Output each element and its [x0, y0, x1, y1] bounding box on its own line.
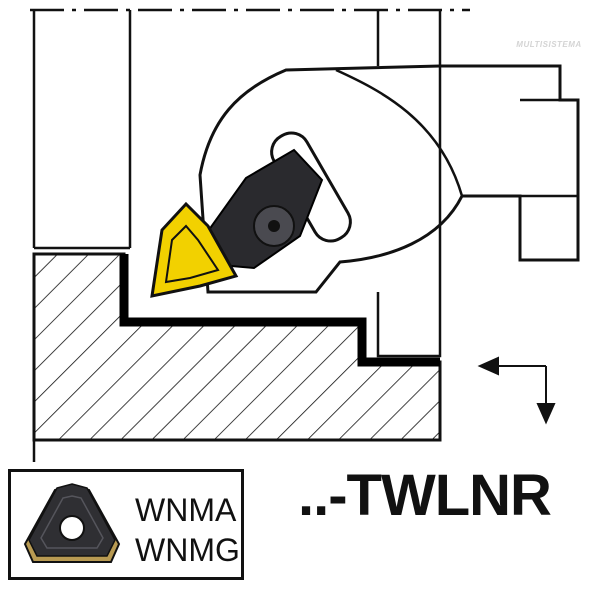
cut-profile: [119, 254, 440, 367]
insert-grade-list: WNMA WNMG: [135, 490, 240, 570]
toolholder-shank: [376, 66, 442, 358]
feed-direction-arrows-icon: [477, 356, 556, 425]
clamp-lever: [184, 148, 324, 270]
insert-grade: WNMG: [135, 532, 240, 568]
insert-hole: [59, 515, 85, 541]
cutting-insert: [150, 201, 239, 298]
toolholder-neck-line: [335, 68, 464, 197]
insert-legend-box: WNMA WNMG: [8, 469, 244, 580]
holder-designation: ..-TWLNR: [298, 463, 552, 528]
watermark-logo: MULTISISTEMA: [516, 40, 582, 49]
insert-grade: WNMA: [135, 492, 237, 528]
workpiece-bore: [32, 10, 442, 250]
trigon-insert-icon: [23, 483, 121, 563]
